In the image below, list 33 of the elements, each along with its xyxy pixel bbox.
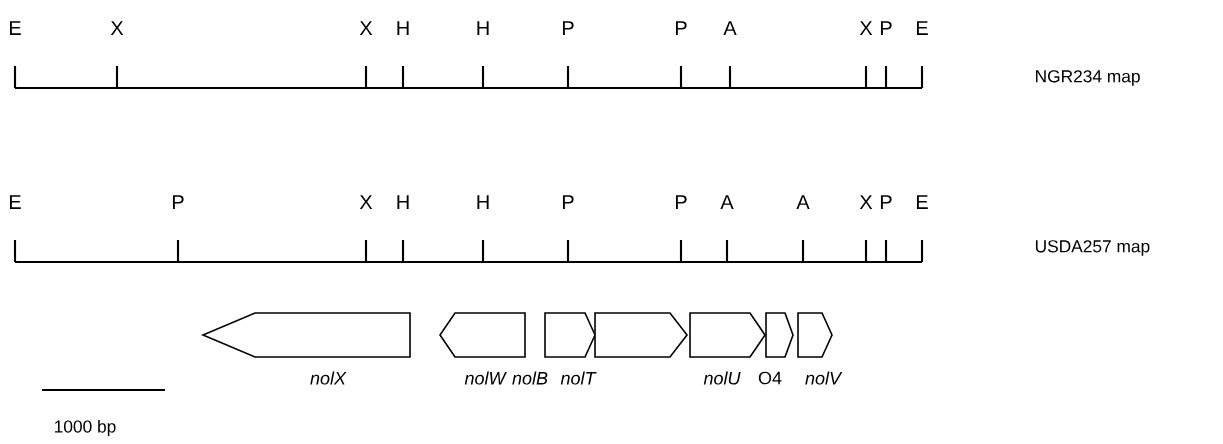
gene-label: nolW: [464, 371, 507, 385]
site-letter: P: [172, 195, 184, 209]
site-letter: A: [723, 21, 737, 35]
site-letter: A: [796, 195, 810, 209]
site-letter: P: [675, 21, 687, 35]
site-letter: H: [477, 21, 489, 35]
site-letter: E: [9, 21, 21, 35]
scale-label: 1000 bp: [55, 419, 116, 437]
gene-label: nolV: [805, 371, 843, 385]
site-letter: P: [562, 195, 574, 209]
site-letter: P: [562, 21, 574, 35]
gene-label: O4: [758, 371, 782, 385]
site-letter: H: [397, 21, 409, 35]
site-letter: X: [359, 21, 373, 35]
site-letter: H: [477, 195, 489, 209]
site-letter: E: [916, 21, 928, 35]
gene-label: nolX: [310, 371, 347, 385]
site-letter: P: [675, 195, 687, 209]
site-letter: X: [859, 195, 873, 209]
gene-label: nolT: [560, 371, 597, 385]
site-letter: X: [859, 21, 873, 35]
map-name: USDA257 map: [1035, 240, 1150, 256]
gene-label: nolU: [703, 371, 741, 385]
gene-label: nolB: [512, 371, 548, 385]
map-name: NGR234 map: [1036, 70, 1140, 86]
site-letter: X: [359, 195, 373, 209]
site-letter: E: [9, 195, 21, 209]
site-letter: H: [397, 195, 409, 209]
site-letter: X: [110, 21, 124, 35]
site-letter: E: [916, 195, 928, 209]
site-letter: P: [880, 195, 892, 209]
site-letter: P: [880, 21, 892, 35]
site-letter: A: [720, 195, 734, 209]
